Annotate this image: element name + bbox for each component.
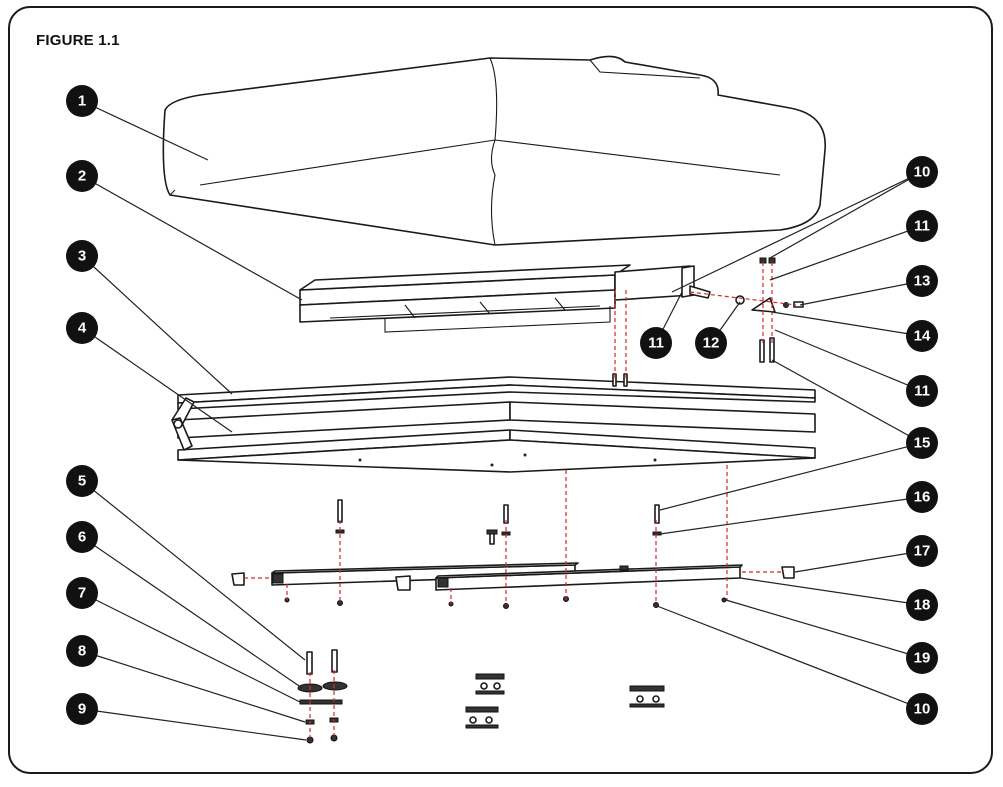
svg-text:12: 12 <box>703 335 720 352</box>
callout-8: 8 <box>66 635 98 667</box>
callout-19: 19 <box>906 642 938 674</box>
callout-16: 16 <box>906 481 938 513</box>
svg-text:17: 17 <box>914 543 931 560</box>
callout-14: 14 <box>906 320 938 352</box>
fasteners <box>284 257 804 744</box>
callout-5: 5 <box>66 465 98 497</box>
callout-11-frame: 11 <box>640 327 672 359</box>
svg-text:10: 10 <box>914 701 931 718</box>
callout-12: 12 <box>695 327 727 359</box>
svg-text:8: 8 <box>78 643 86 660</box>
callout-6: 6 <box>66 521 98 553</box>
svg-text:1: 1 <box>78 93 86 110</box>
callout-11-mid: 11 <box>906 375 938 407</box>
callout-15: 15 <box>906 427 938 459</box>
svg-text:19: 19 <box>914 650 931 667</box>
callout-10-bottom: 10 <box>906 693 938 725</box>
svg-text:16: 16 <box>914 489 931 506</box>
svg-text:18: 18 <box>914 597 931 614</box>
base-part <box>171 376 816 473</box>
callout-13: 13 <box>906 265 938 297</box>
svg-text:11: 11 <box>914 383 930 400</box>
svg-text:3: 3 <box>78 248 86 265</box>
svg-text:14: 14 <box>914 328 931 345</box>
svg-text:13: 13 <box>914 273 931 290</box>
figure-frame <box>8 6 993 774</box>
callout-4: 4 <box>66 312 98 344</box>
svg-text:11: 11 <box>914 218 930 235</box>
svg-text:4: 4 <box>78 320 87 337</box>
callout-3: 3 <box>66 240 98 272</box>
rail-part <box>231 562 795 591</box>
callout-10-top: 10 <box>906 156 938 188</box>
figure-title: FIGURE 1.1 <box>36 32 120 49</box>
callout-7: 7 <box>66 577 98 609</box>
svg-text:11: 11 <box>648 335 664 352</box>
svg-text:7: 7 <box>78 585 86 602</box>
svg-text:15: 15 <box>914 435 931 452</box>
callout-17: 17 <box>906 535 938 567</box>
leader-lines <box>81 100 923 741</box>
callout-2: 2 <box>66 160 98 192</box>
callout-9: 9 <box>66 693 98 725</box>
callout-18: 18 <box>906 589 938 621</box>
svg-text:10: 10 <box>914 164 931 181</box>
callout-1: 1 <box>66 85 98 117</box>
svg-text:5: 5 <box>78 473 86 490</box>
svg-text:9: 9 <box>78 701 86 718</box>
svg-text:2: 2 <box>78 168 86 185</box>
cushion-part <box>162 55 826 246</box>
svg-text:6: 6 <box>78 529 86 546</box>
callout-11-top: 11 <box>906 210 938 242</box>
upper-frame-part <box>299 264 711 333</box>
alignment-guides <box>244 262 797 738</box>
